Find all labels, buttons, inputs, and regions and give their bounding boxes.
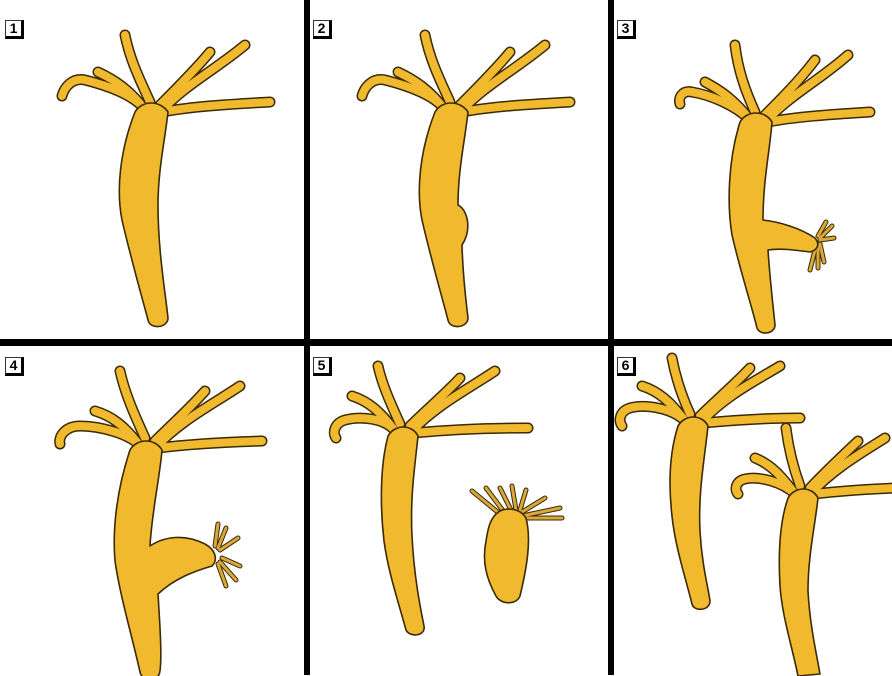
hydra-bud-with-tentacles [600,0,892,340]
hydra-adult [0,0,300,340]
divider-horizontal [0,339,892,346]
hydra-bud-detached [300,346,600,676]
hydra-figure-right [736,428,892,676]
hydra-two-adults [610,346,892,676]
hydra-figure [334,366,562,635]
hydra-figure [60,371,262,676]
hydra-figure [680,45,871,333]
hydra-figure [62,35,270,327]
hydra-bud-swelling [300,0,600,340]
hydra-bud-growing [0,346,300,676]
hydra-figure [362,35,570,327]
